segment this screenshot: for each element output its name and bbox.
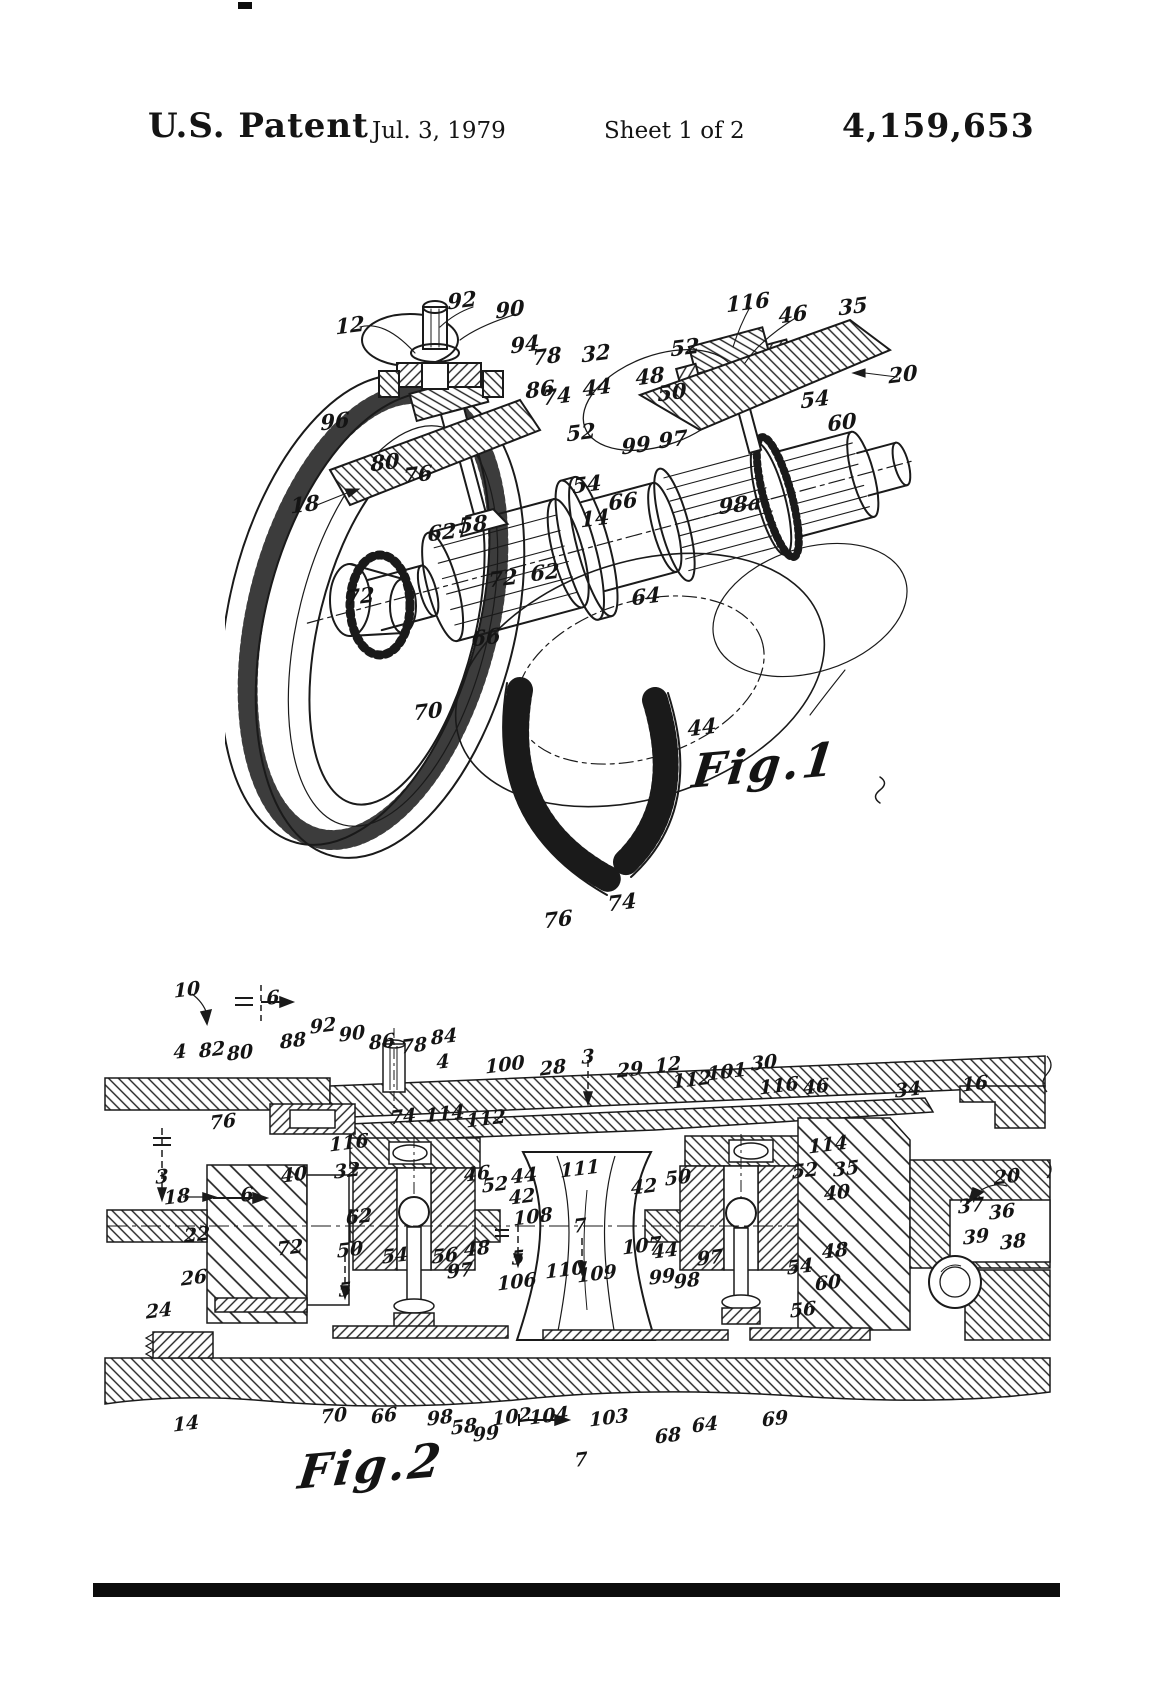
housing-step-right	[960, 1086, 1045, 1128]
section-marker-6-top	[235, 985, 293, 1022]
block-34	[798, 1118, 910, 1330]
threaded-step	[146, 1332, 213, 1358]
right-housing	[910, 1160, 1050, 1268]
patent-number: 4,159,653	[842, 106, 1035, 145]
patent-date: Jul. 3, 1979	[372, 118, 506, 144]
flange-76	[270, 1104, 355, 1134]
figure2-linework	[105, 985, 1051, 1426]
break-squiggle	[876, 777, 885, 803]
scan-edge-artifact-bar	[93, 1583, 1060, 1597]
top-cap-and-bolt	[362, 301, 503, 397]
figure1-linework	[225, 272, 935, 895]
figure1-drawing	[225, 265, 965, 935]
turbine-hub	[517, 1152, 655, 1340]
sheet-indicator: Sheet 1 of 2	[604, 118, 745, 144]
ring-gear-segments	[503, 683, 680, 895]
scan-artifact-mark	[238, 2, 252, 9]
patent-title: U.S. Patent	[148, 106, 369, 146]
figure2-drawing	[95, 985, 1070, 1460]
valve-left	[350, 1136, 480, 1329]
housing-bottom	[105, 1358, 1050, 1406]
